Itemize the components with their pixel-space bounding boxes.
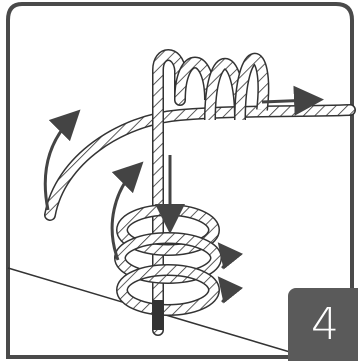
arrow-small-2 <box>222 284 227 302</box>
arrow-right-pull <box>262 100 312 102</box>
step-number: 4 <box>311 303 339 347</box>
lower-wraps <box>120 210 216 310</box>
rope-strand-left <box>50 110 350 215</box>
step-badge: 4 <box>288 288 358 361</box>
arrow-small-1 <box>222 250 227 268</box>
